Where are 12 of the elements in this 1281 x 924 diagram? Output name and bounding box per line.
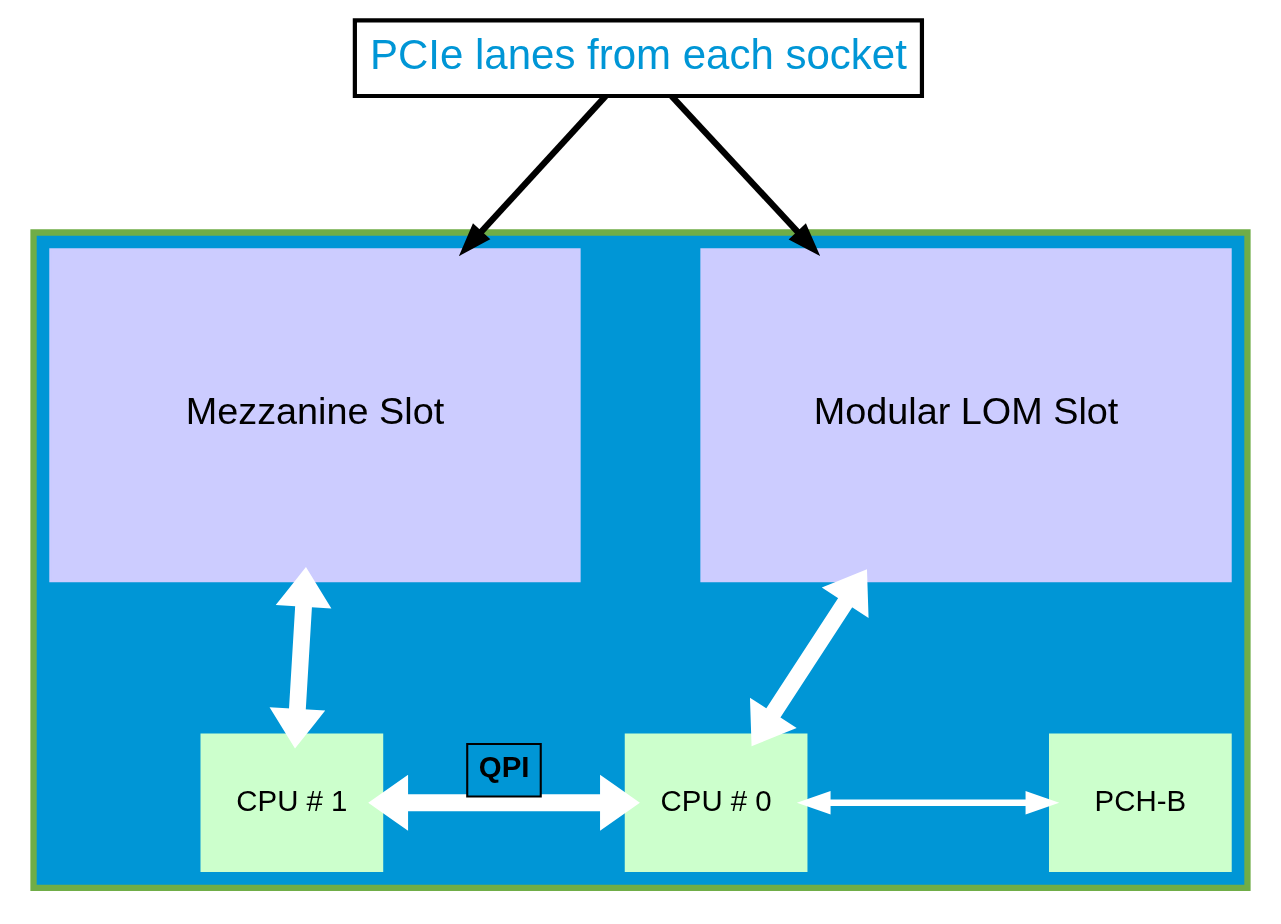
edge-label: QPI bbox=[478, 749, 530, 783]
cluster bbox=[30, 228, 1251, 891]
arrow bbox=[269, 566, 332, 749]
node-box: Modular LOM Slot bbox=[700, 247, 1232, 582]
node-box: CPU # 0 bbox=[624, 732, 808, 872]
node-box: PCH-B bbox=[1049, 732, 1232, 872]
arrow bbox=[749, 568, 869, 746]
node-box: CPU # 1 bbox=[200, 732, 384, 872]
arrow bbox=[368, 774, 640, 831]
arrow bbox=[796, 790, 1060, 815]
node-box: PCIe lanes from each socket bbox=[352, 17, 925, 98]
node-box: Mezzanine Slot bbox=[49, 247, 581, 582]
